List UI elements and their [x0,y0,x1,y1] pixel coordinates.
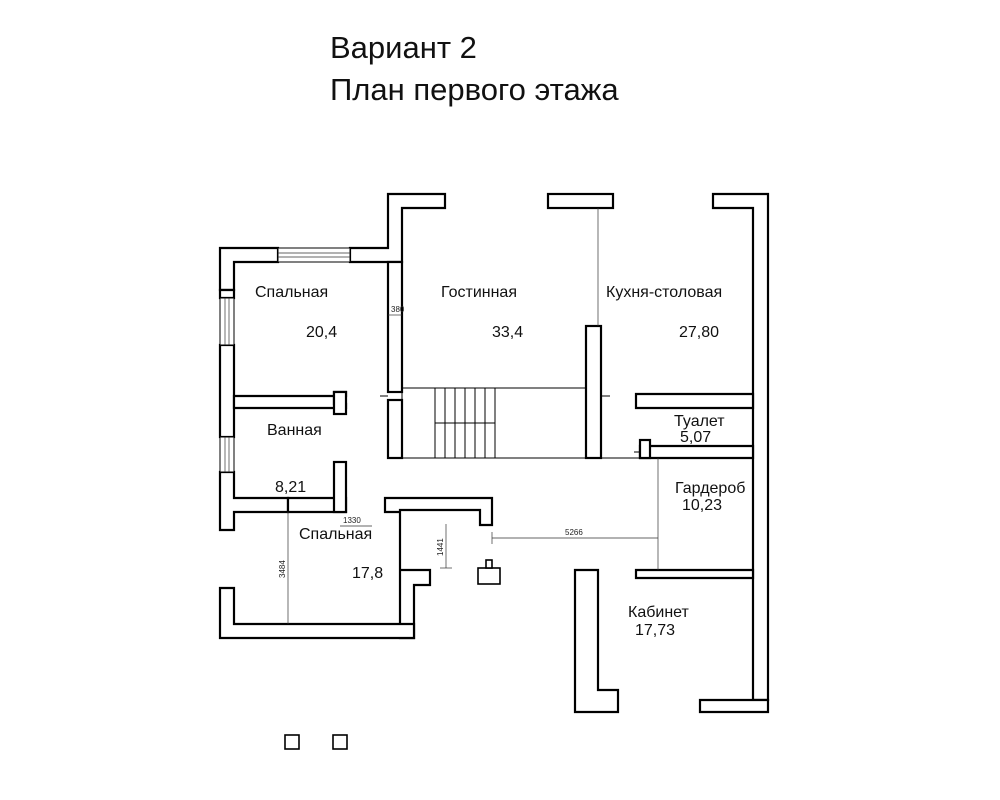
wall-office-left [573,568,620,714]
windows [219,247,351,473]
room-wardrobe-name: Гардероб [675,480,745,497]
dim-length-5266: 5266 [565,528,583,537]
staircase [401,387,753,459]
room-bedroom2-name: Спальная [299,526,372,543]
dim-width-1330: 1330 [343,516,361,525]
window-left-upper [219,297,235,346]
checkbox-right[interactable] [332,734,348,750]
wall-left-upper [218,288,236,300]
wall-living-left-lower [386,398,404,460]
wall-bedroom2-bottom [218,586,416,640]
window-top [277,247,351,263]
door-stubs [380,395,640,585]
variant-title: Вариант 2 [330,30,477,65]
room-toilet-area: 5,07 [680,429,711,446]
fixture [477,567,501,585]
dimension-lines [287,208,659,624]
room-toilet-name: Туалет [674,413,725,430]
room-living-name: Гостинная [441,284,517,301]
checkbox-left[interactable] [284,734,300,750]
wall-toilet-door-post [638,438,652,460]
window-left-lower [219,436,235,473]
dim-height-3484: 3484 [278,560,287,578]
wall-top-mid [546,192,615,210]
wall-living-left-upper [386,260,404,394]
wall-left-mid [218,343,236,439]
wall-bath-bottom-post [332,460,348,514]
room-office-name: Кабинет [628,604,690,621]
room-kitchen-name: Кухня-столовая [606,284,722,301]
room-office-area: 17,73 [635,622,675,639]
dim-height-1441: 1441 [436,538,445,556]
wall-bath-top-post [332,390,348,416]
room-bathroom-area: 8,21 [275,479,306,496]
room-bedroom1-area: 20,4 [306,324,337,341]
room-living-area: 33,4 [492,324,523,341]
wall-bath-top [232,390,348,410]
wall-kitchen-bottom [634,392,755,410]
wall-living-kitchen [584,324,603,460]
walls [218,192,770,714]
wall-bedroom1-top-right [348,192,447,264]
wall-wardrobe-bottom [634,568,755,580]
plan-title: План первого этажа [330,72,619,107]
wall-bedroom2-right [383,496,494,640]
room-kitchen-area: 27,80 [679,324,719,341]
room-bathroom-name: Ванная [267,422,322,439]
room-wardrobe-area: 10,23 [682,497,722,514]
wall-office-bottom [698,698,770,714]
wall-toilet-bottom [638,444,755,460]
room-bedroom1-name: Спальная [255,284,328,301]
dim-wall-thickness: 380 [391,305,405,314]
room-bedroom2-area: 17,8 [352,565,383,582]
